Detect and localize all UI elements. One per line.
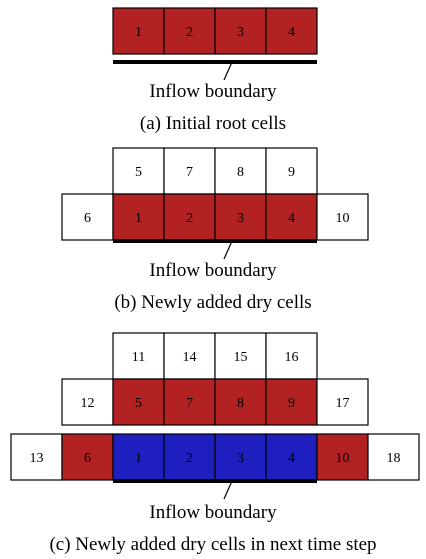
cell-label: 8 [237, 165, 244, 180]
cell-label: 3 [237, 25, 244, 40]
cell-a-3-root [214, 7, 267, 55]
cell-b-1-root [112, 193, 165, 241]
cell-label: 5 [135, 165, 142, 180]
cell-label: 13 [30, 451, 44, 466]
cell-b-4-root [265, 193, 318, 241]
boundary-label: Inflow boundary [149, 81, 277, 102]
cell-label: 7 [186, 165, 193, 180]
cell-label: 16 [285, 350, 299, 365]
cell-label: 1 [135, 211, 142, 226]
cell-label: 17 [336, 396, 350, 411]
boundary-pointer [223, 480, 233, 500]
cell-b-9-dry [265, 147, 318, 195]
boundary-pointer [223, 240, 233, 260]
panel-caption: (a) Initial root cells [140, 113, 286, 134]
cell-c-6-root [61, 433, 114, 481]
cell-label: 12 [81, 396, 95, 411]
cell-label: 4 [288, 451, 295, 466]
cell-label: 15 [234, 350, 248, 365]
cell-c-1-wet_blue [112, 433, 165, 481]
cell-a-1-root [112, 7, 165, 55]
cell-c-16-dry [265, 332, 318, 380]
cell-label: 6 [84, 211, 91, 226]
cell-b-6-dry [61, 193, 114, 241]
cell-c-10-root [316, 433, 369, 481]
cell-label: 3 [237, 211, 244, 226]
panel-caption: (b) Newly added dry cells [114, 292, 311, 313]
cell-label: 10 [336, 211, 350, 226]
cell-label: 18 [387, 451, 401, 466]
cell-label: 4 [288, 211, 295, 226]
cell-a-4-root [265, 7, 318, 55]
cell-c-18-dry [367, 433, 420, 481]
cell-label: 1 [135, 451, 142, 466]
cell-label: 2 [186, 211, 193, 226]
cell-label: 10 [336, 451, 350, 466]
boundary-label: Inflow boundary [149, 502, 277, 523]
cell-label: 8 [237, 396, 244, 411]
cell-a-2-root [163, 7, 216, 55]
cell-label: 9 [288, 396, 295, 411]
cell-label: 4 [288, 25, 295, 40]
cell-c-8-root [214, 378, 267, 426]
cell-label: 5 [135, 396, 142, 411]
boundary-label: Inflow boundary [149, 260, 277, 281]
cell-b-2-root [163, 193, 216, 241]
boundary-pointer [223, 61, 233, 81]
cell-c-15-dry [214, 332, 267, 380]
cell-label: 9 [288, 165, 295, 180]
cell-c-11-dry [112, 332, 165, 380]
cell-c-7-root [163, 378, 216, 426]
cell-label: 11 [132, 350, 145, 365]
cell-label: 6 [84, 451, 91, 466]
cell-c-5-root [112, 378, 165, 426]
panel-caption: (c) Newly added dry cells in next time s… [49, 534, 376, 555]
cell-label: 2 [186, 25, 193, 40]
cell-label: 7 [186, 396, 193, 411]
cell-c-17-dry [316, 378, 369, 426]
cell-c-4-wet_blue [265, 433, 318, 481]
cell-label: 3 [237, 451, 244, 466]
cell-label: 14 [183, 350, 197, 365]
cell-c-9-root [265, 378, 318, 426]
cell-b-10-dry [316, 193, 369, 241]
cell-label: 2 [186, 451, 193, 466]
cell-label: 1 [135, 25, 142, 40]
